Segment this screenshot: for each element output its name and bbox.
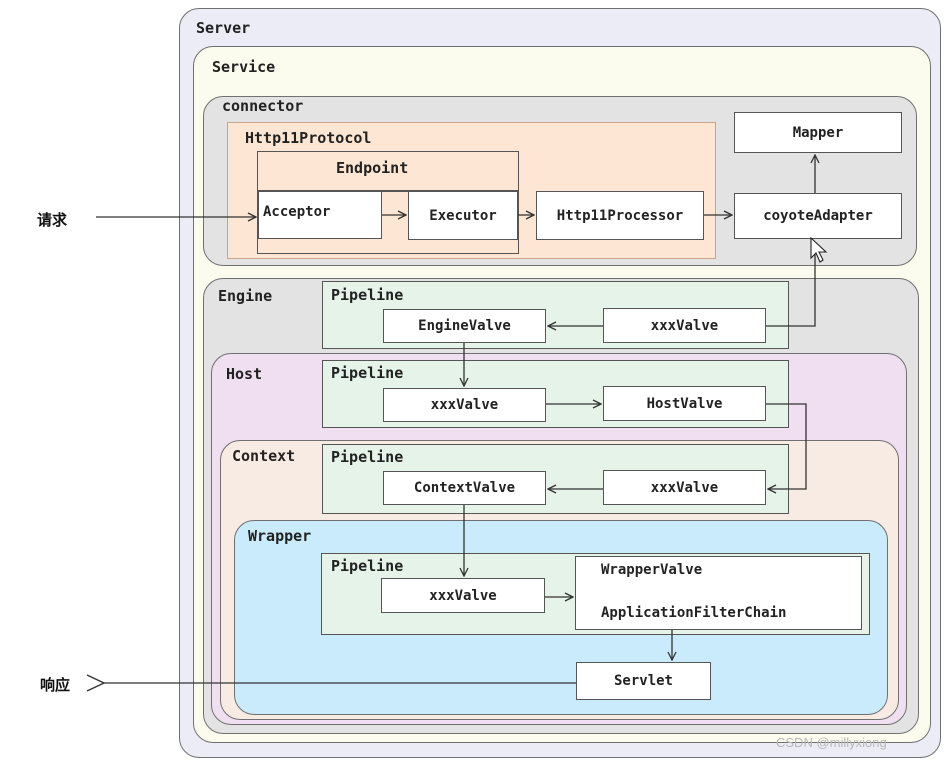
application-filter-chain-text: ApplicationFilterChain [601,605,787,621]
http11processor-box: Http11Processor [536,191,704,240]
response-label: 响应 [40,676,71,694]
connector-label: connector [222,97,304,115]
context-xxxvalve-box: xxxValve [603,470,766,505]
adapter-to-engine-xxxvalve-arrow [766,245,816,327]
host-valve-box: HostValve [603,386,766,421]
engine-pipeline-label: Pipeline [331,286,404,304]
engine-label: Engine [218,287,273,305]
endpoint-label: Endpoint [336,159,409,177]
host-xxxvalve-box: xxxValve [383,388,546,422]
wrapper-xxxvalve-box: xxxValve [381,578,545,613]
context-valve-box: ContextValve [383,471,546,505]
http11protocol-label: Http11Protocol [245,129,372,147]
context-label: Context [232,447,296,465]
service-label: Service [212,58,276,76]
wrapper-pipeline-label: Pipeline [331,557,404,575]
endpoint-divider [258,190,518,192]
server-label: Server [196,19,251,37]
wrapper-valve-text: WrapperValve [601,562,703,578]
executor-box: Executor [408,191,518,240]
servlet-box: Servlet [576,662,711,700]
context-pipeline-label: Pipeline [331,448,404,466]
request-label: 请求 [37,211,68,229]
host-pipeline-label: Pipeline [331,364,404,382]
mapper-box: Mapper [734,112,902,153]
wrapper-label: Wrapper [248,527,312,545]
watermark: CSDN @millyxiong [776,735,887,750]
hostvalve-to-context-xxxvalve-arrow [766,403,807,489]
engine-xxxvalve-box: xxxValve [603,308,766,343]
acceptor-box: Acceptor [258,191,382,239]
engine-valve-box: EngineValve [383,309,546,343]
wrapper-valve-box: WrapperValve ApplicationFilterChain [575,556,862,630]
host-label: Host [226,365,263,383]
coyote-adapter-box: coyoteAdapter [734,193,902,239]
mouse-cursor-icon [810,236,828,263]
